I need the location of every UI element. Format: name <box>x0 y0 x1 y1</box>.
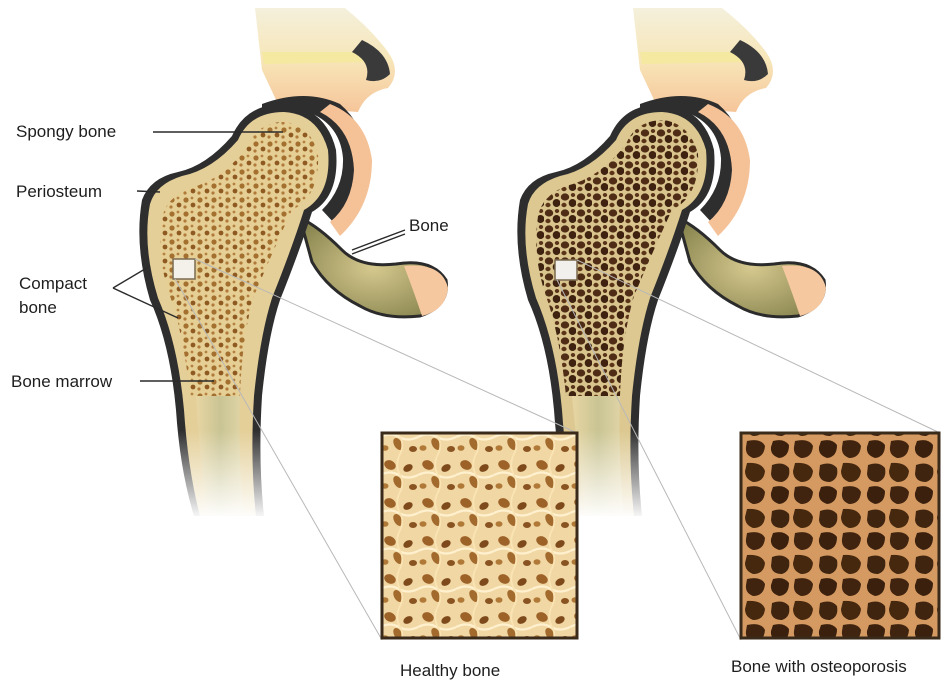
label-bone-marrow: Bone marrow <box>11 372 112 392</box>
label-compact-bone-line1: Compact <box>19 274 87 294</box>
label-compact-bone-line2: bone <box>19 298 57 318</box>
label-bone: Bone <box>409 216 449 236</box>
label-periosteum: Periosteum <box>16 182 102 202</box>
caption-bone-with-osteoporosis: Bone with osteoporosis <box>731 657 907 677</box>
osteoporosis-bone-closeup <box>741 433 939 638</box>
caption-healthy-bone: Healthy bone <box>400 661 500 681</box>
label-spongy-bone: Spongy bone <box>16 122 116 142</box>
healthy-bone-closeup <box>382 433 577 638</box>
